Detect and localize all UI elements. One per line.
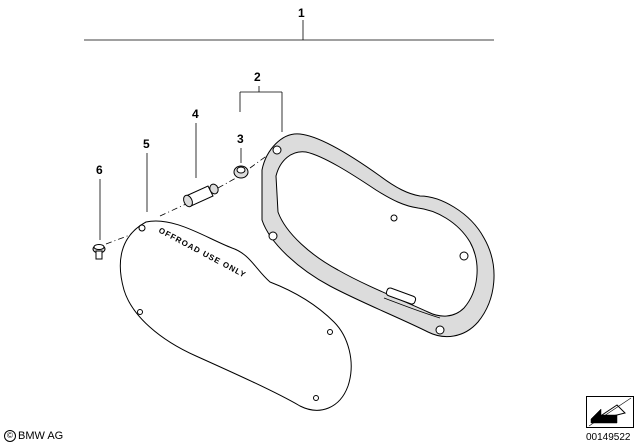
- alignment-line-pin: [159, 203, 187, 217]
- callout-4[interactable]: 4: [192, 107, 199, 121]
- callout-6[interactable]: 6: [96, 163, 103, 177]
- cover-hole-4: [313, 395, 319, 401]
- callout-2-group: 2: [239, 70, 283, 132]
- pin-end: [183, 194, 193, 208]
- reference-number: 00149522: [586, 432, 631, 443]
- alignment-line-grommet: [217, 177, 237, 189]
- callout-2[interactable]: 2: [254, 70, 261, 84]
- frame-lug-1: [272, 145, 282, 155]
- cover-hole-2: [137, 309, 143, 315]
- copyright-text: BMW AG: [18, 430, 64, 442]
- callout-6-group: 6: [96, 163, 103, 240]
- arrow-icon: [588, 397, 632, 427]
- callout-3[interactable]: 3: [237, 132, 244, 146]
- grommet-hole: [236, 166, 246, 174]
- frame-lug-3: [459, 251, 469, 261]
- screw-part[interactable]: [92, 244, 106, 260]
- frame-slot: [385, 287, 417, 305]
- pin-collar: [209, 183, 219, 195]
- copyright-symbol: ©: [4, 430, 16, 443]
- callout-1[interactable]: 1: [298, 6, 305, 20]
- frame-inner: [275, 151, 478, 317]
- cover-hole-3: [327, 329, 333, 335]
- frame-lug-4: [435, 325, 445, 335]
- callout-5-group: 5: [143, 137, 150, 212]
- callout-1-group: 1: [84, 6, 494, 41]
- copyright-notice: ©BMW AG: [4, 430, 64, 443]
- frame-lug-2: [268, 231, 278, 241]
- cover-hole-1: [138, 224, 146, 232]
- screw-top: [93, 244, 105, 250]
- frame-slot-line: [383, 297, 441, 319]
- callout-4-group: 4: [192, 107, 199, 178]
- callout-3-group: 3: [237, 132, 244, 163]
- pin-part[interactable]: [182, 183, 220, 208]
- navigation-arrow-box[interactable]: [586, 396, 634, 428]
- frame-lug-5: [390, 214, 398, 222]
- instrument-frame-part[interactable]: [261, 133, 495, 338]
- screw-shank: [95, 250, 103, 260]
- cover-outline: [119, 220, 352, 411]
- grommet-part[interactable]: [233, 165, 249, 179]
- callout-5[interactable]: 5: [143, 137, 150, 151]
